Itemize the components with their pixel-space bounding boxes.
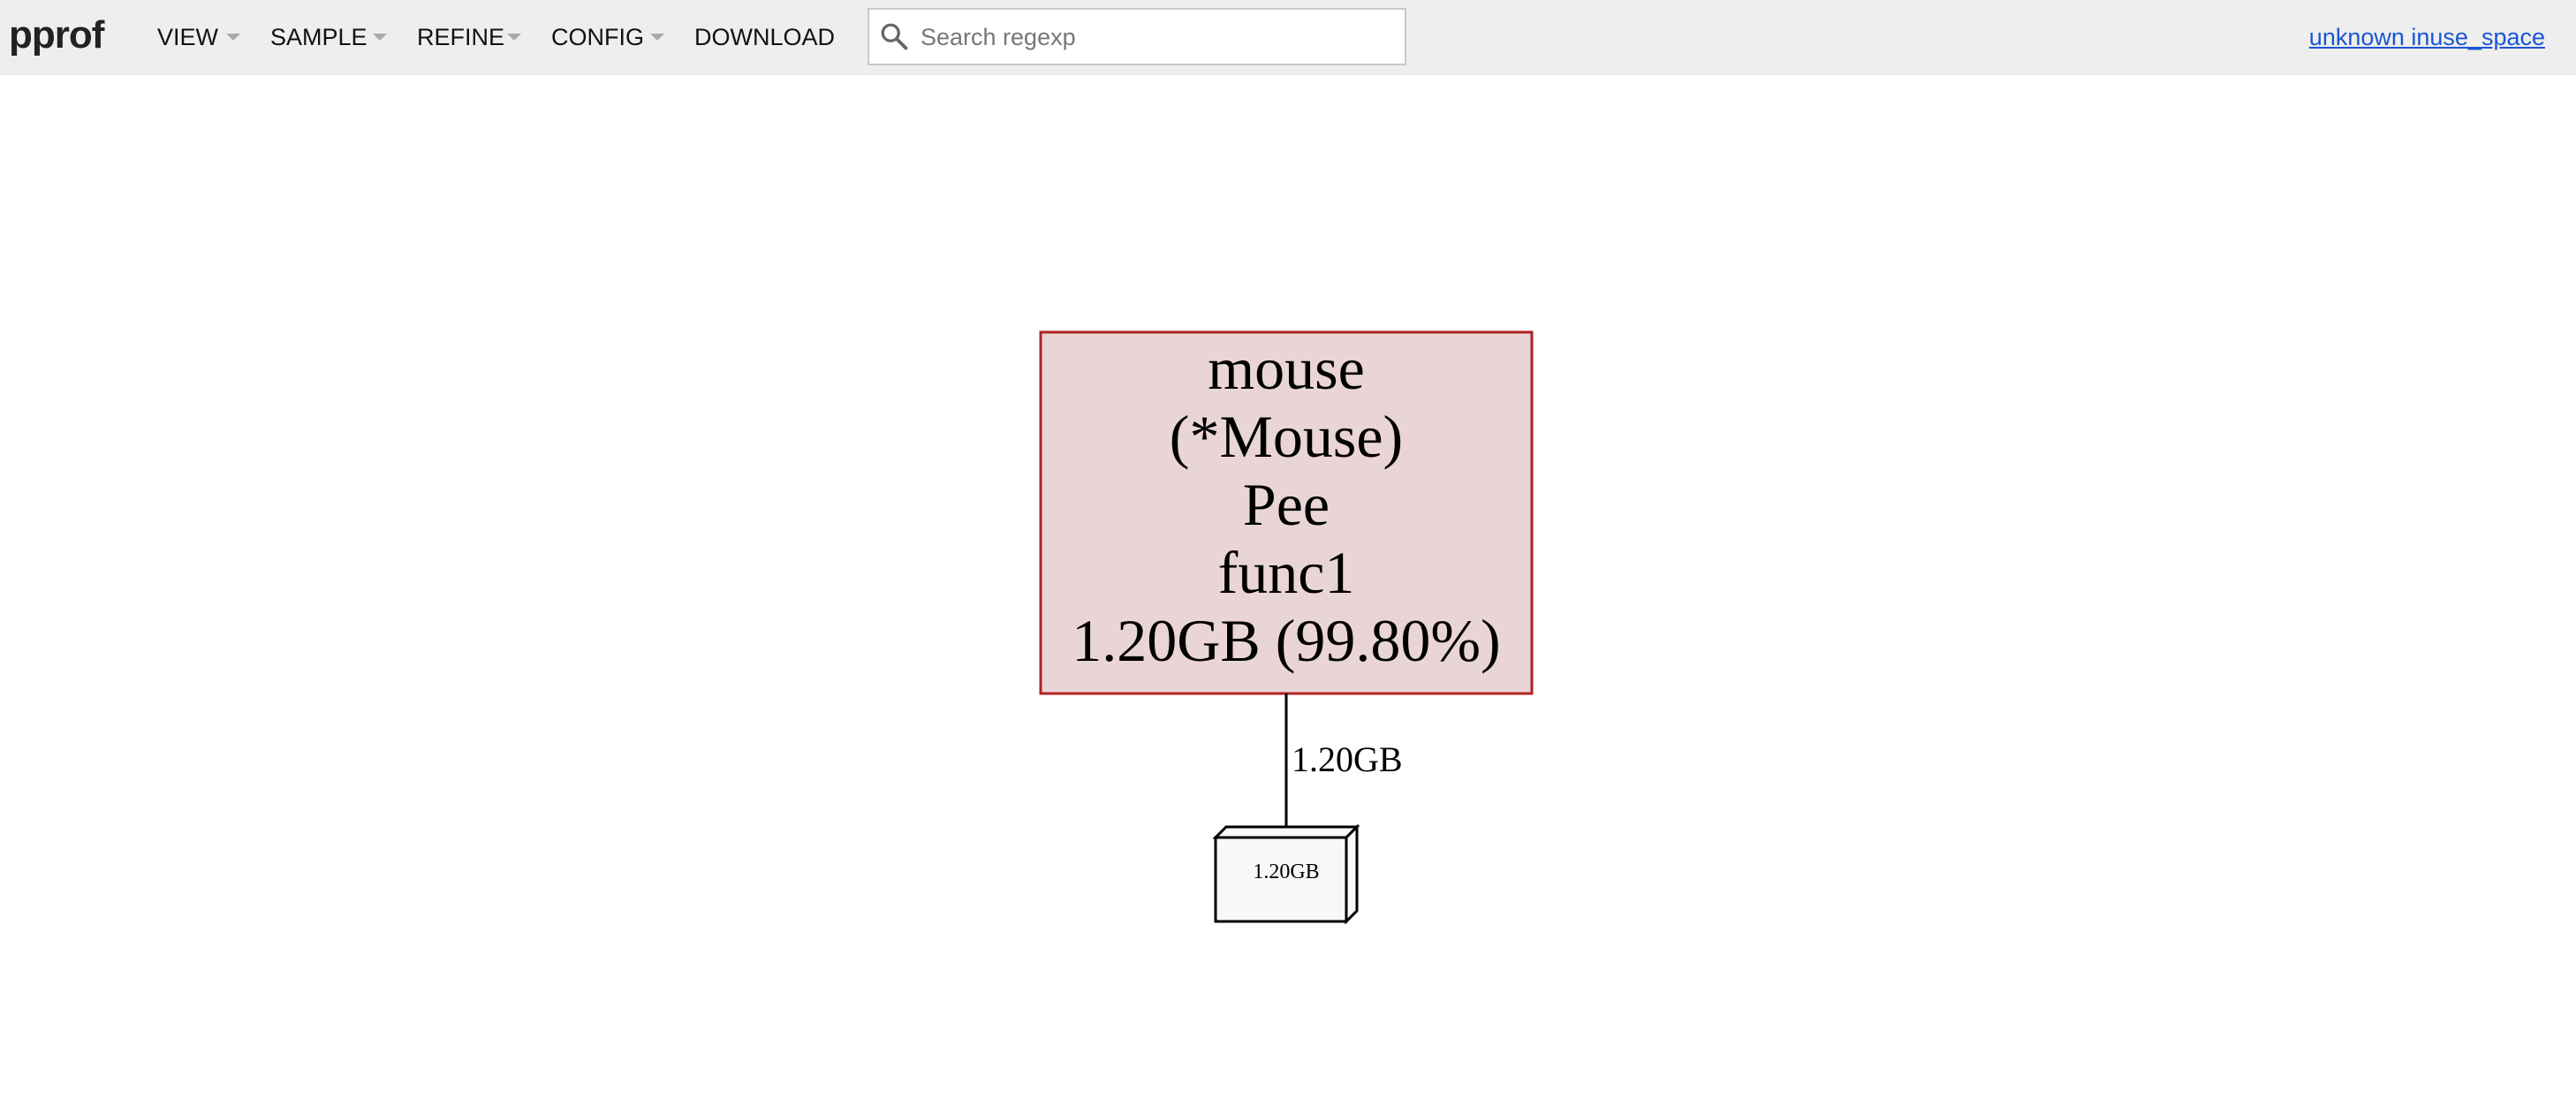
node-label-line: (*Mouse) — [1170, 403, 1403, 470]
search-icon — [881, 23, 908, 50]
graph-node-mouse-pee-func1[interactable]: mouse (*Mouse) Pee func1 1.20GB (99.80%) — [1039, 330, 1534, 695]
box-top — [1212, 825, 1360, 839]
edge-label: 1.20GB — [1292, 739, 1403, 779]
search-input[interactable] — [919, 17, 1399, 57]
box-side — [1345, 823, 1359, 925]
toolbar: pprof VIEW SAMPLE REFINE CONFIG DOWNLOAD… — [0, 0, 2576, 75]
menu-sample[interactable]: SAMPLE — [270, 24, 367, 50]
graph-edge[interactable]: 1.20GB — [1274, 694, 1403, 857]
node-label-line: mouse — [1208, 335, 1365, 402]
search-box[interactable] — [868, 8, 1406, 65]
menu-view[interactable]: VIEW — [157, 24, 219, 50]
box-front — [1214, 836, 1348, 923]
graph-leaf-node[interactable]: 1.20GB — [1212, 823, 1360, 925]
menu-refine[interactable]: REFINE — [417, 24, 505, 50]
chevron-down-icon — [507, 34, 521, 41]
profile-type-link[interactable]: unknown inuse_space — [2308, 24, 2545, 50]
call-graph: mouse (*Mouse) Pee func1 1.20GB (99.80%)… — [1039, 330, 1534, 925]
app-logo[interactable]: pprof — [9, 13, 104, 57]
menu-config[interactable]: CONFIG — [551, 24, 644, 50]
node-label-line: func1 — [1218, 539, 1355, 606]
chevron-down-icon — [650, 34, 664, 41]
leaf-node-label: 1.20GB — [1253, 860, 1319, 883]
chevron-down-icon — [373, 34, 387, 41]
chevron-down-icon — [226, 34, 240, 41]
menu-download[interactable]: DOWNLOAD — [694, 24, 836, 50]
node-label-line: Pee — [1243, 471, 1330, 538]
node-box — [1039, 330, 1534, 695]
node-label-line: 1.20GB (99.80%) — [1072, 607, 1500, 674]
